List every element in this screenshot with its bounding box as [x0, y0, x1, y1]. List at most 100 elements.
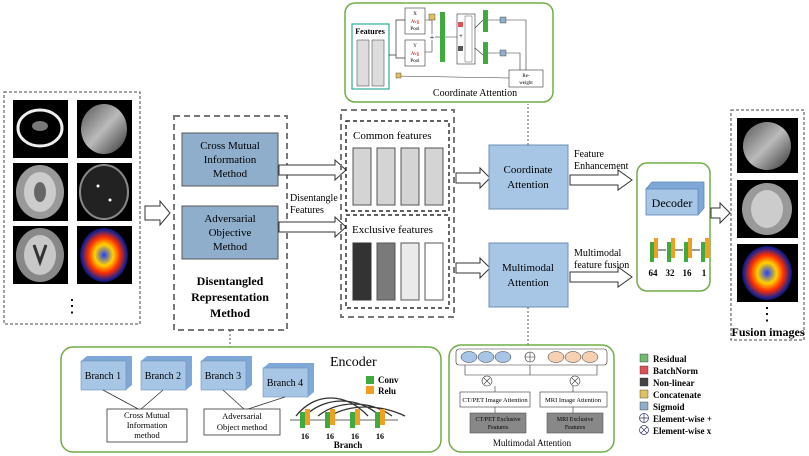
- encoder-branch-channel-4: 16: [376, 432, 384, 441]
- cross-mutual-line-2: Information: [204, 154, 257, 166]
- multimodal-fusion-line-2: feature fusion: [574, 260, 629, 271]
- ca-title: Coordinate Attention: [433, 88, 517, 99]
- ma-title: Multimodal Attention: [493, 438, 572, 448]
- encoder-branch-2-label: Branch 2: [145, 371, 181, 382]
- fusion-images-panel: ⋮ Fusion images: [730, 109, 805, 341]
- arrows-disentangle-to-features: Disentangle Features: [278, 158, 347, 239]
- coordinate-attention-line-2: Attention: [507, 179, 549, 191]
- encoder-title: Encoder: [330, 355, 377, 370]
- operations-legend: Residual BatchNorm Non-linear Concatenat…: [639, 353, 712, 436]
- decoder-panel: Decoder 64 32 16 1: [636, 162, 711, 292]
- encoder-legend-relu: Relu: [378, 386, 396, 396]
- multimodal-fusion-line-1: Multimodal: [574, 248, 621, 259]
- svg-text:+: +: [430, 33, 435, 42]
- coordinate-attention-detail: Features X Avg Pool Y Avg Pool + +: [344, 2, 554, 103]
- ma-ct-exclusive-line-2: Features: [488, 425, 509, 431]
- adversarial-line-1: Adversarial: [204, 213, 255, 225]
- coordinate-attention-module: Coordinate Attention: [488, 144, 569, 210]
- encoder-branch-4: Branch 4: [262, 363, 314, 398]
- legend-concatenate: Concatenate: [653, 390, 701, 400]
- encoder-branch-3: Branch 3: [200, 356, 252, 391]
- disentangled-title-2: Representation: [191, 290, 269, 304]
- disentangle-features-line-1: Disentangle: [290, 193, 338, 204]
- svg-text:+: +: [459, 32, 463, 40]
- decoder-channel-16: 16: [683, 268, 693, 278]
- input-mri-image-3: [77, 163, 132, 221]
- encoder-legend: Conv Relu: [366, 375, 399, 396]
- ma-ct-attention-label: CT/PET Image Attention: [462, 397, 528, 404]
- legend-nonlinear-icon: [639, 377, 649, 387]
- fusion-image-3: [737, 244, 798, 302]
- input-ct-image-1: [13, 100, 68, 158]
- ca-y-pool: Y Avg Pool: [404, 39, 426, 67]
- decoder-box: Decoder: [645, 181, 705, 216]
- cross-mutual-line-3: Method: [213, 168, 248, 180]
- fusion-images-label: Fusion images: [731, 325, 804, 339]
- input-images-panel: ⋮: [3, 91, 141, 325]
- encoder-branch-4-label: Branch 4: [267, 378, 303, 389]
- multimodal-attention-line-2: Attention: [507, 277, 549, 289]
- ca-x-pool-line-3: Pool: [410, 27, 420, 32]
- ma-mri-exclusive-line-1: MRI Exclusive: [557, 417, 594, 423]
- adversarial-line-3: Method: [213, 241, 248, 253]
- encoder-legend-conv: Conv: [378, 375, 399, 385]
- legend-sigmoid: Sigmoid: [653, 402, 685, 412]
- arrows-modules-to-decoder: Feature Enhancement Multimodal feature f…: [569, 149, 633, 288]
- adversarial-line-2: Objective: [209, 227, 252, 239]
- coordinate-attention-line-1: Coordinate: [504, 164, 553, 176]
- features-panel: Common features Exclusive features: [340, 109, 455, 318]
- legend-sigmoid-icon: [639, 401, 649, 411]
- fusion-image-1: [737, 118, 798, 173]
- input-pet-image: [77, 226, 132, 284]
- encoder-branch-detail: 16 16 16 16 Branch: [290, 397, 406, 450]
- encoder-cross-mutual-line-1: Cross Mutual: [124, 410, 171, 420]
- encoder-branch-channel-2: 16: [326, 432, 334, 441]
- decoder-label: Decoder: [652, 196, 693, 210]
- common-features-group: Common features: [345, 120, 450, 212]
- arrow-input-to-disentangled: [144, 199, 171, 227]
- ca-concat-path: + + Re- weight: [395, 10, 544, 88]
- cross-mutual-information-box: Cross Mutual Information Method: [181, 132, 279, 187]
- decoder-layers: [650, 238, 709, 262]
- legend-residual-icon: [639, 353, 649, 363]
- ma-mri-exclusive-line-2: Features: [565, 425, 586, 431]
- encoder-cross-mutual-line-3: method: [134, 430, 160, 440]
- encoder-branch-3-label: Branch 3: [205, 371, 241, 382]
- ca-x-pool-line-2: Avg: [411, 20, 420, 25]
- ca-features-label: Features: [355, 27, 385, 36]
- encoder-branch-label: Branch: [334, 440, 363, 450]
- encoder-branch-channel-1: 16: [301, 432, 309, 441]
- encoder-branch-1: Branch 1: [80, 356, 132, 391]
- encoder-cross-mutual-line-2: Information: [127, 420, 168, 430]
- encoder-adversarial-line-2: Object method: [217, 422, 268, 432]
- ma-mri-attention-label: MRI Image Attention: [545, 397, 602, 404]
- input-mri-image-4: [13, 226, 68, 284]
- multimodal-attention-detail: CT/PET Image Attention MRI Image Attenti…: [448, 344, 615, 453]
- fusion-ellipsis: ⋮: [758, 304, 776, 324]
- encoder-connections: [102, 389, 286, 411]
- disentangled-title-3: Method: [210, 306, 250, 320]
- exclusive-features-label: Exclusive features: [352, 224, 433, 236]
- encoder-panel: Encoder Branch 1 Branch 2 Branch 3 Branc…: [60, 346, 442, 453]
- ca-y-pool-line-1: Y: [413, 44, 417, 49]
- fusion-image-2: [737, 180, 798, 238]
- legend-elementwise-mult: Element-wise x: [653, 426, 712, 436]
- multimodal-attention-module: Multimodal Attention: [488, 242, 569, 308]
- input-mri-image-1: [77, 100, 132, 158]
- feature-enhancement-line-1: Feature: [574, 149, 605, 160]
- ca-reweight-line-1: Re-: [522, 74, 530, 79]
- feature-enhancement-line-2: Enhancement: [574, 161, 629, 172]
- multimodal-attention-line-1: Multimodal: [502, 262, 554, 274]
- ca-y-pool-line-3: Pool: [410, 59, 420, 64]
- legend-residual: Residual: [653, 354, 687, 364]
- legend-concatenate-icon: [639, 389, 649, 399]
- legend-nonlinear: Non-linear: [653, 378, 695, 388]
- disentangle-features-line-2: Features: [290, 205, 324, 216]
- ca-y-pool-line-2: Avg: [411, 52, 420, 57]
- legend-elementwise-add: Element-wise +: [653, 414, 712, 424]
- arrows-features-to-modules: [455, 166, 491, 280]
- legend-batchnorm: BatchNorm: [653, 366, 698, 376]
- ma-ct-exclusive-line-1: CT/PET Exclusive: [475, 417, 520, 423]
- arrow-decoder-to-fusion: [710, 201, 731, 225]
